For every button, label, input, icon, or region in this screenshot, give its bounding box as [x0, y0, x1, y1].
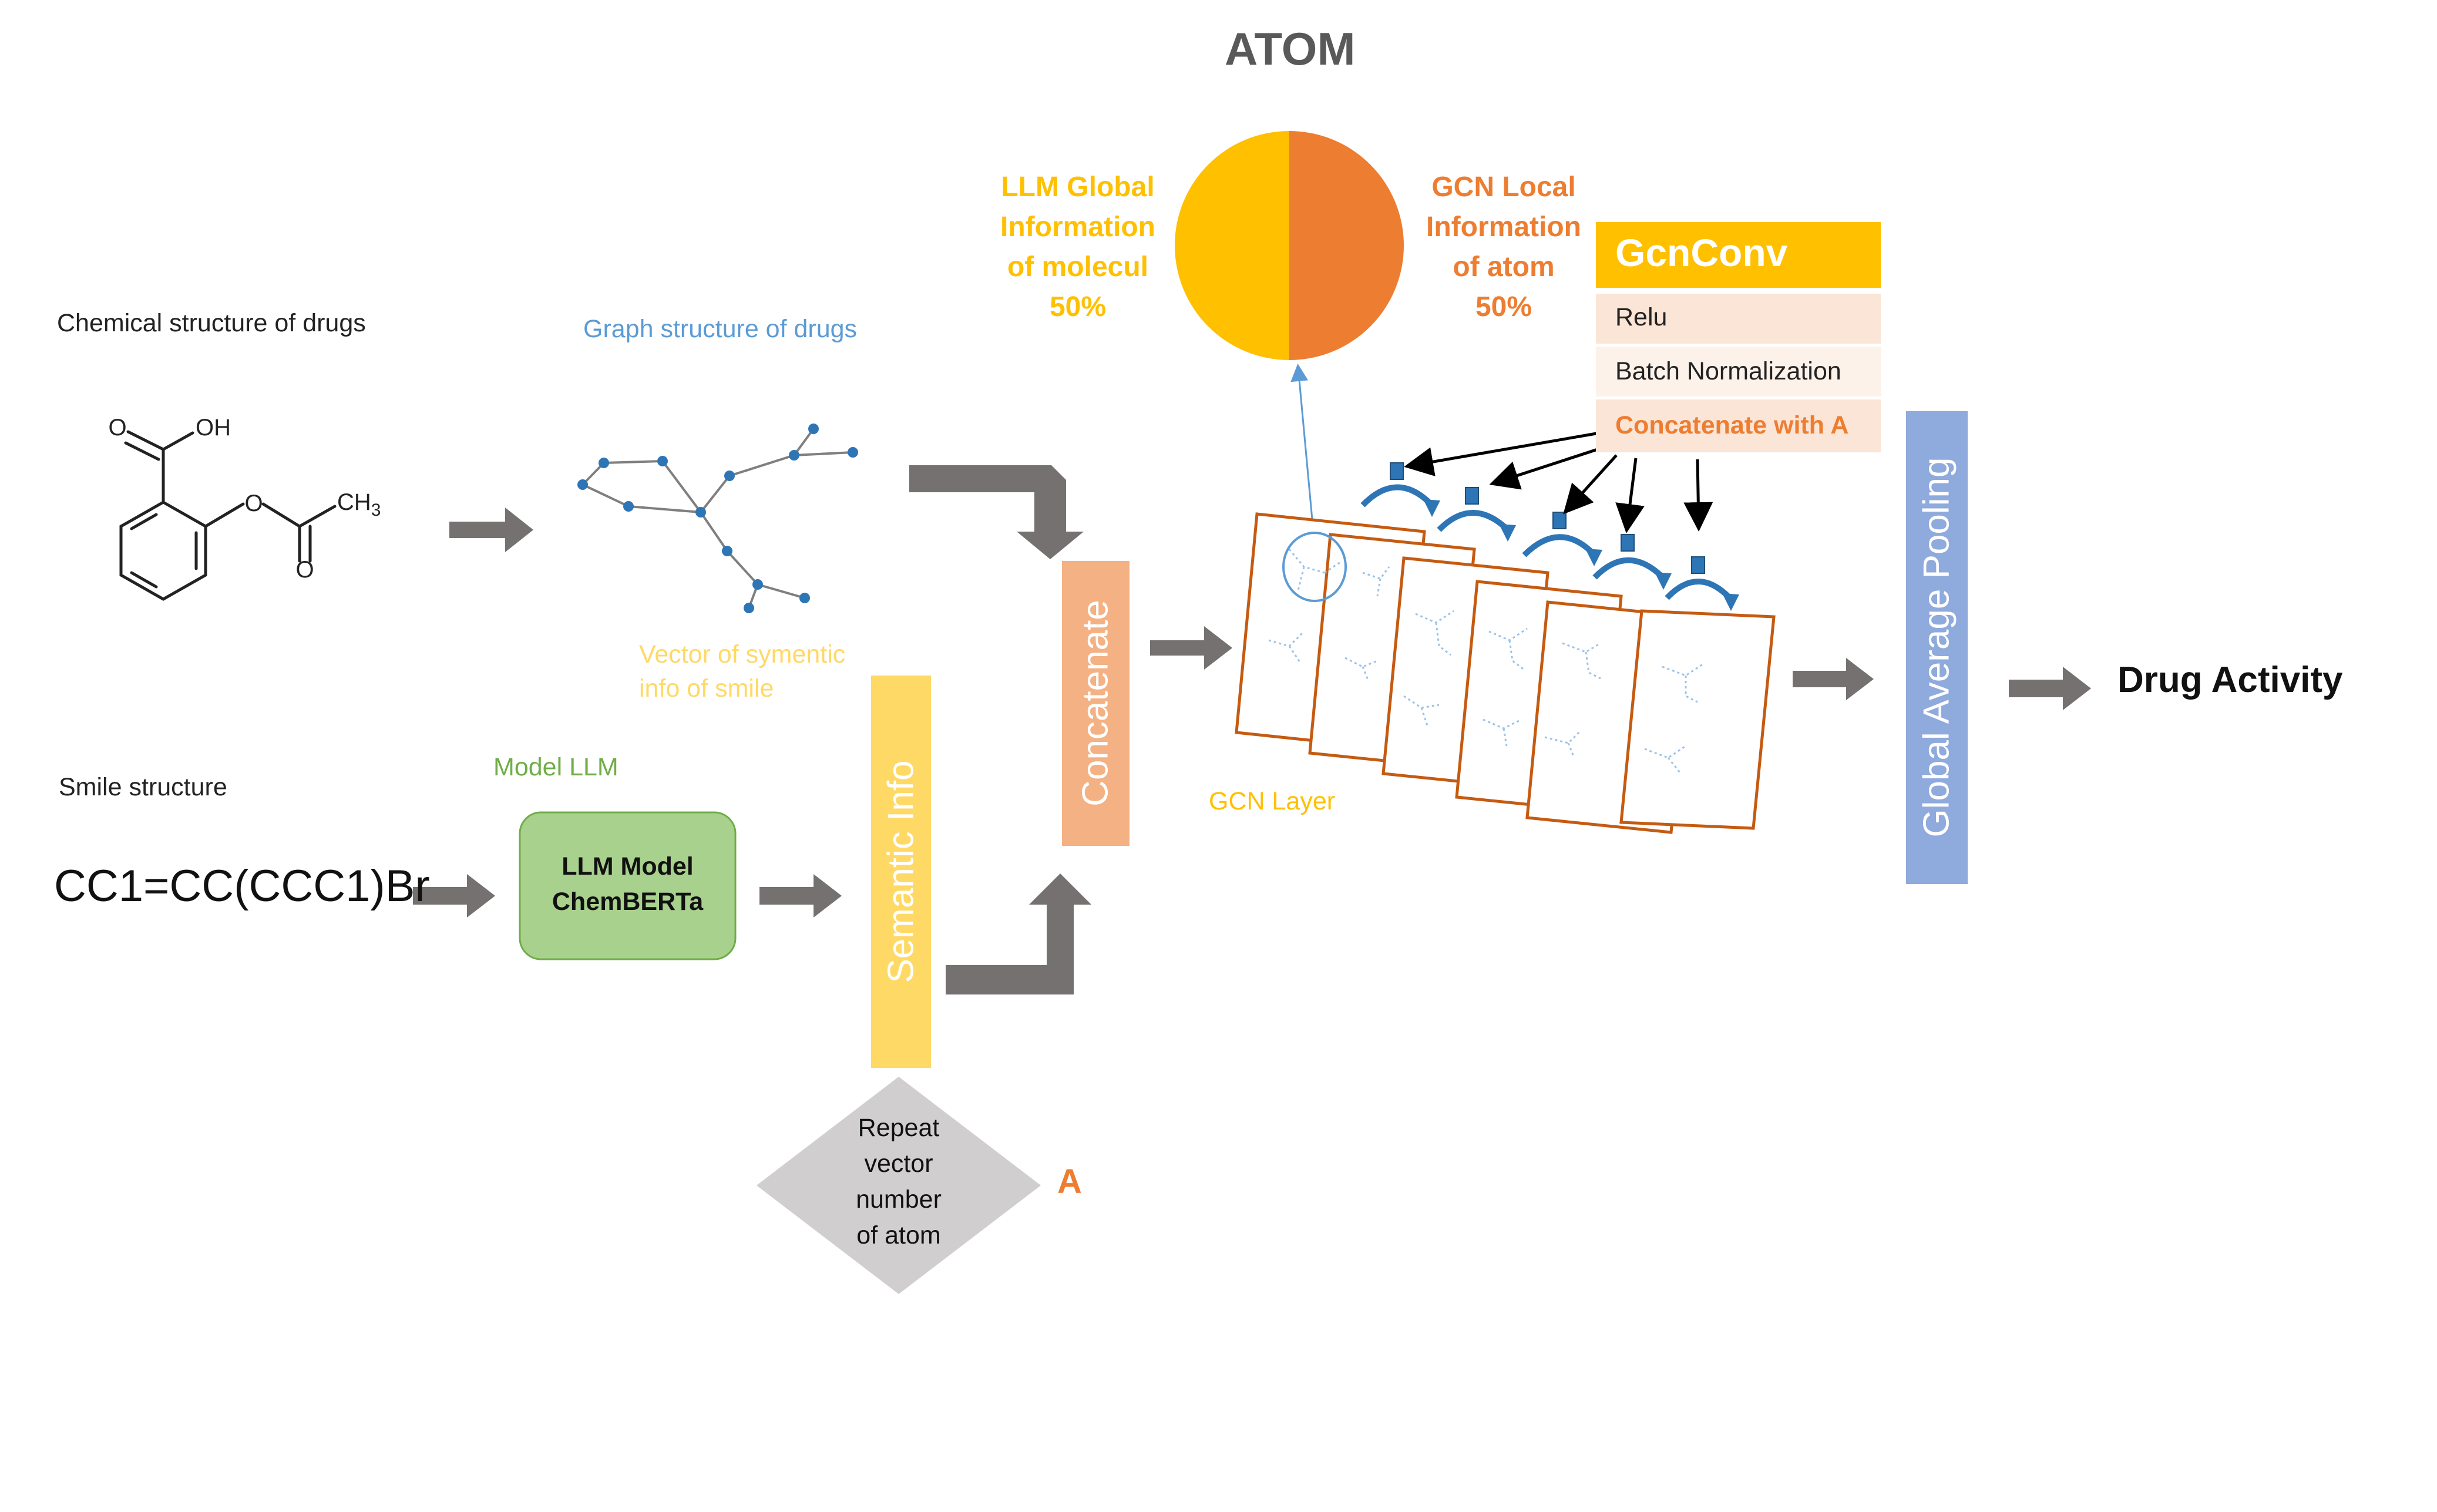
pie-slice-llm-global — [1175, 131, 1289, 360]
arrow-graph-to-concatenate — [909, 465, 1084, 559]
pie-label-gcn-local: GCN Local Information of atom 50% — [1426, 172, 1581, 322]
chemical-structure-label: Chemical structure of drugs — [57, 309, 366, 337]
arrow-smile-to-llm — [413, 874, 495, 918]
aspirin-structure-icon — [119, 430, 337, 601]
gcnconv-row-relu: Relu — [1615, 303, 1668, 331]
llm-model-box-label: LLM Model ChemBERTa — [552, 852, 704, 916]
arrow-llm-to-semantic — [759, 874, 842, 918]
smile-structure-label: Smile structure — [59, 773, 227, 801]
molecule-graph-icon — [577, 424, 858, 613]
semantic-info-label: Semantic Info — [881, 760, 922, 983]
pie-label-llm-global: LLM Global Information of molecul 50% — [1000, 172, 1155, 322]
repeat-vector-diamond — [757, 1077, 1041, 1294]
gcnconv-row-concat: Concatenate with A — [1615, 411, 1849, 439]
page-title: ATOM — [1225, 23, 1356, 75]
gcn-layer-label: GCN Layer — [1209, 787, 1336, 815]
vector-semantic-label: Vector of symentic info of smile — [639, 640, 846, 703]
pie-slice-gcn-local — [1289, 131, 1404, 360]
pie-link-arrow — [1290, 364, 1314, 526]
graph-structure-label: Graph structure of drugs — [583, 315, 858, 343]
repeat-vector-label: Repeat vector number of atom — [856, 1114, 942, 1249]
arrow-gcn-to-pooling — [1793, 658, 1874, 700]
atom-ch: CH3 — [337, 489, 381, 520]
repeat-vector-tag: A — [1057, 1162, 1082, 1201]
semantic-info-block: Semantic Info — [871, 676, 931, 1068]
gcn-layer-6 — [1619, 609, 1776, 830]
arrow-semantic-to-concatenate — [946, 873, 1091, 994]
gcnconv-box — [1596, 222, 1881, 452]
gcn-layer-stack — [1235, 512, 1776, 834]
gcnconv-title: GcnConv — [1615, 231, 1788, 274]
concatenate-label: Concatenate — [1075, 600, 1116, 807]
pooling-label: Global Average Pooling — [1917, 458, 1957, 838]
arrow-pooling-to-output — [2009, 667, 2091, 710]
aspirin-atom-labels: O OH O CH3 O — [108, 415, 381, 583]
concatenate-block: Concatenate — [1062, 561, 1130, 846]
gcn-layer-graphs — [1268, 549, 1704, 773]
model-llm-label: Model LLM — [493, 753, 619, 781]
atom-o2: O — [244, 490, 263, 516]
gcn-recurrence-arrows — [1360, 462, 1739, 611]
gcn-node-highlight-circle — [1282, 532, 1347, 602]
llm-model-box — [519, 811, 737, 960]
atom-o1: O — [108, 415, 126, 441]
atom-oh: OH — [196, 415, 231, 441]
atom-ch-sub: 3 — [371, 500, 381, 520]
arrow-molecule-to-graph — [449, 508, 533, 552]
arrow-concatenate-to-gcn — [1150, 626, 1232, 670]
atom-ch-text: CH — [337, 489, 371, 515]
smile-string: CC1=CC(CCC1)Br — [54, 861, 430, 911]
gcnconv-feed-arrows — [1404, 430, 1713, 533]
atom-o3: O — [295, 557, 314, 583]
pie-chart — [1175, 131, 1404, 360]
drug-activity-output: Drug Activity — [2117, 660, 2343, 700]
gcnconv-row-batchnorm: Batch Normalization — [1615, 357, 1841, 385]
global-average-pooling-block: Global Average Pooling — [1906, 411, 1968, 884]
